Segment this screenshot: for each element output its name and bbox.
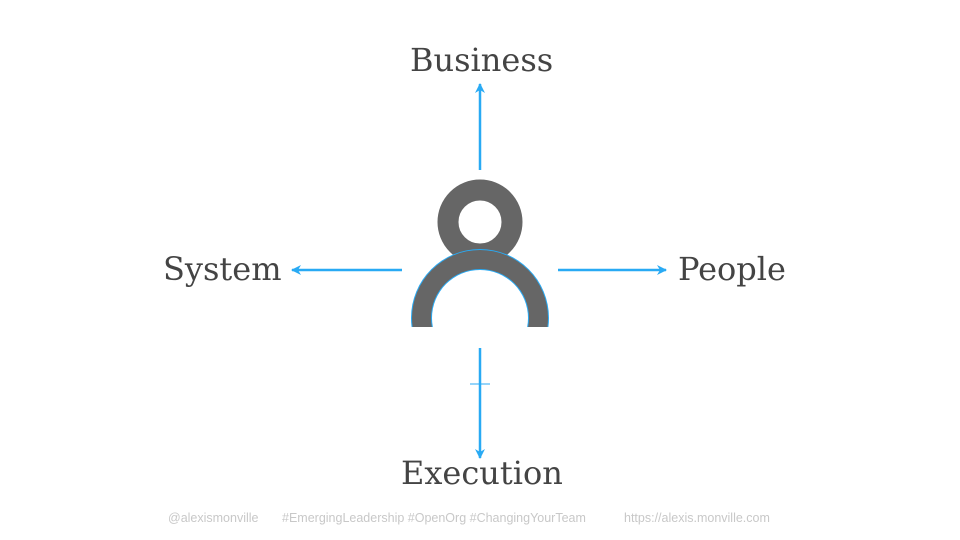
footer-handle: @alexismonville [168,511,259,525]
label-execution: Execution [401,454,563,492]
label-people: People [678,250,786,288]
footer-url: https://alexis.monville.com [624,511,770,525]
label-business: Business [410,41,554,79]
person-icon [411,179,549,327]
label-system: System [163,250,282,288]
footer-hashtags: #EmergingLeadership #OpenOrg #ChangingYo… [282,511,586,525]
